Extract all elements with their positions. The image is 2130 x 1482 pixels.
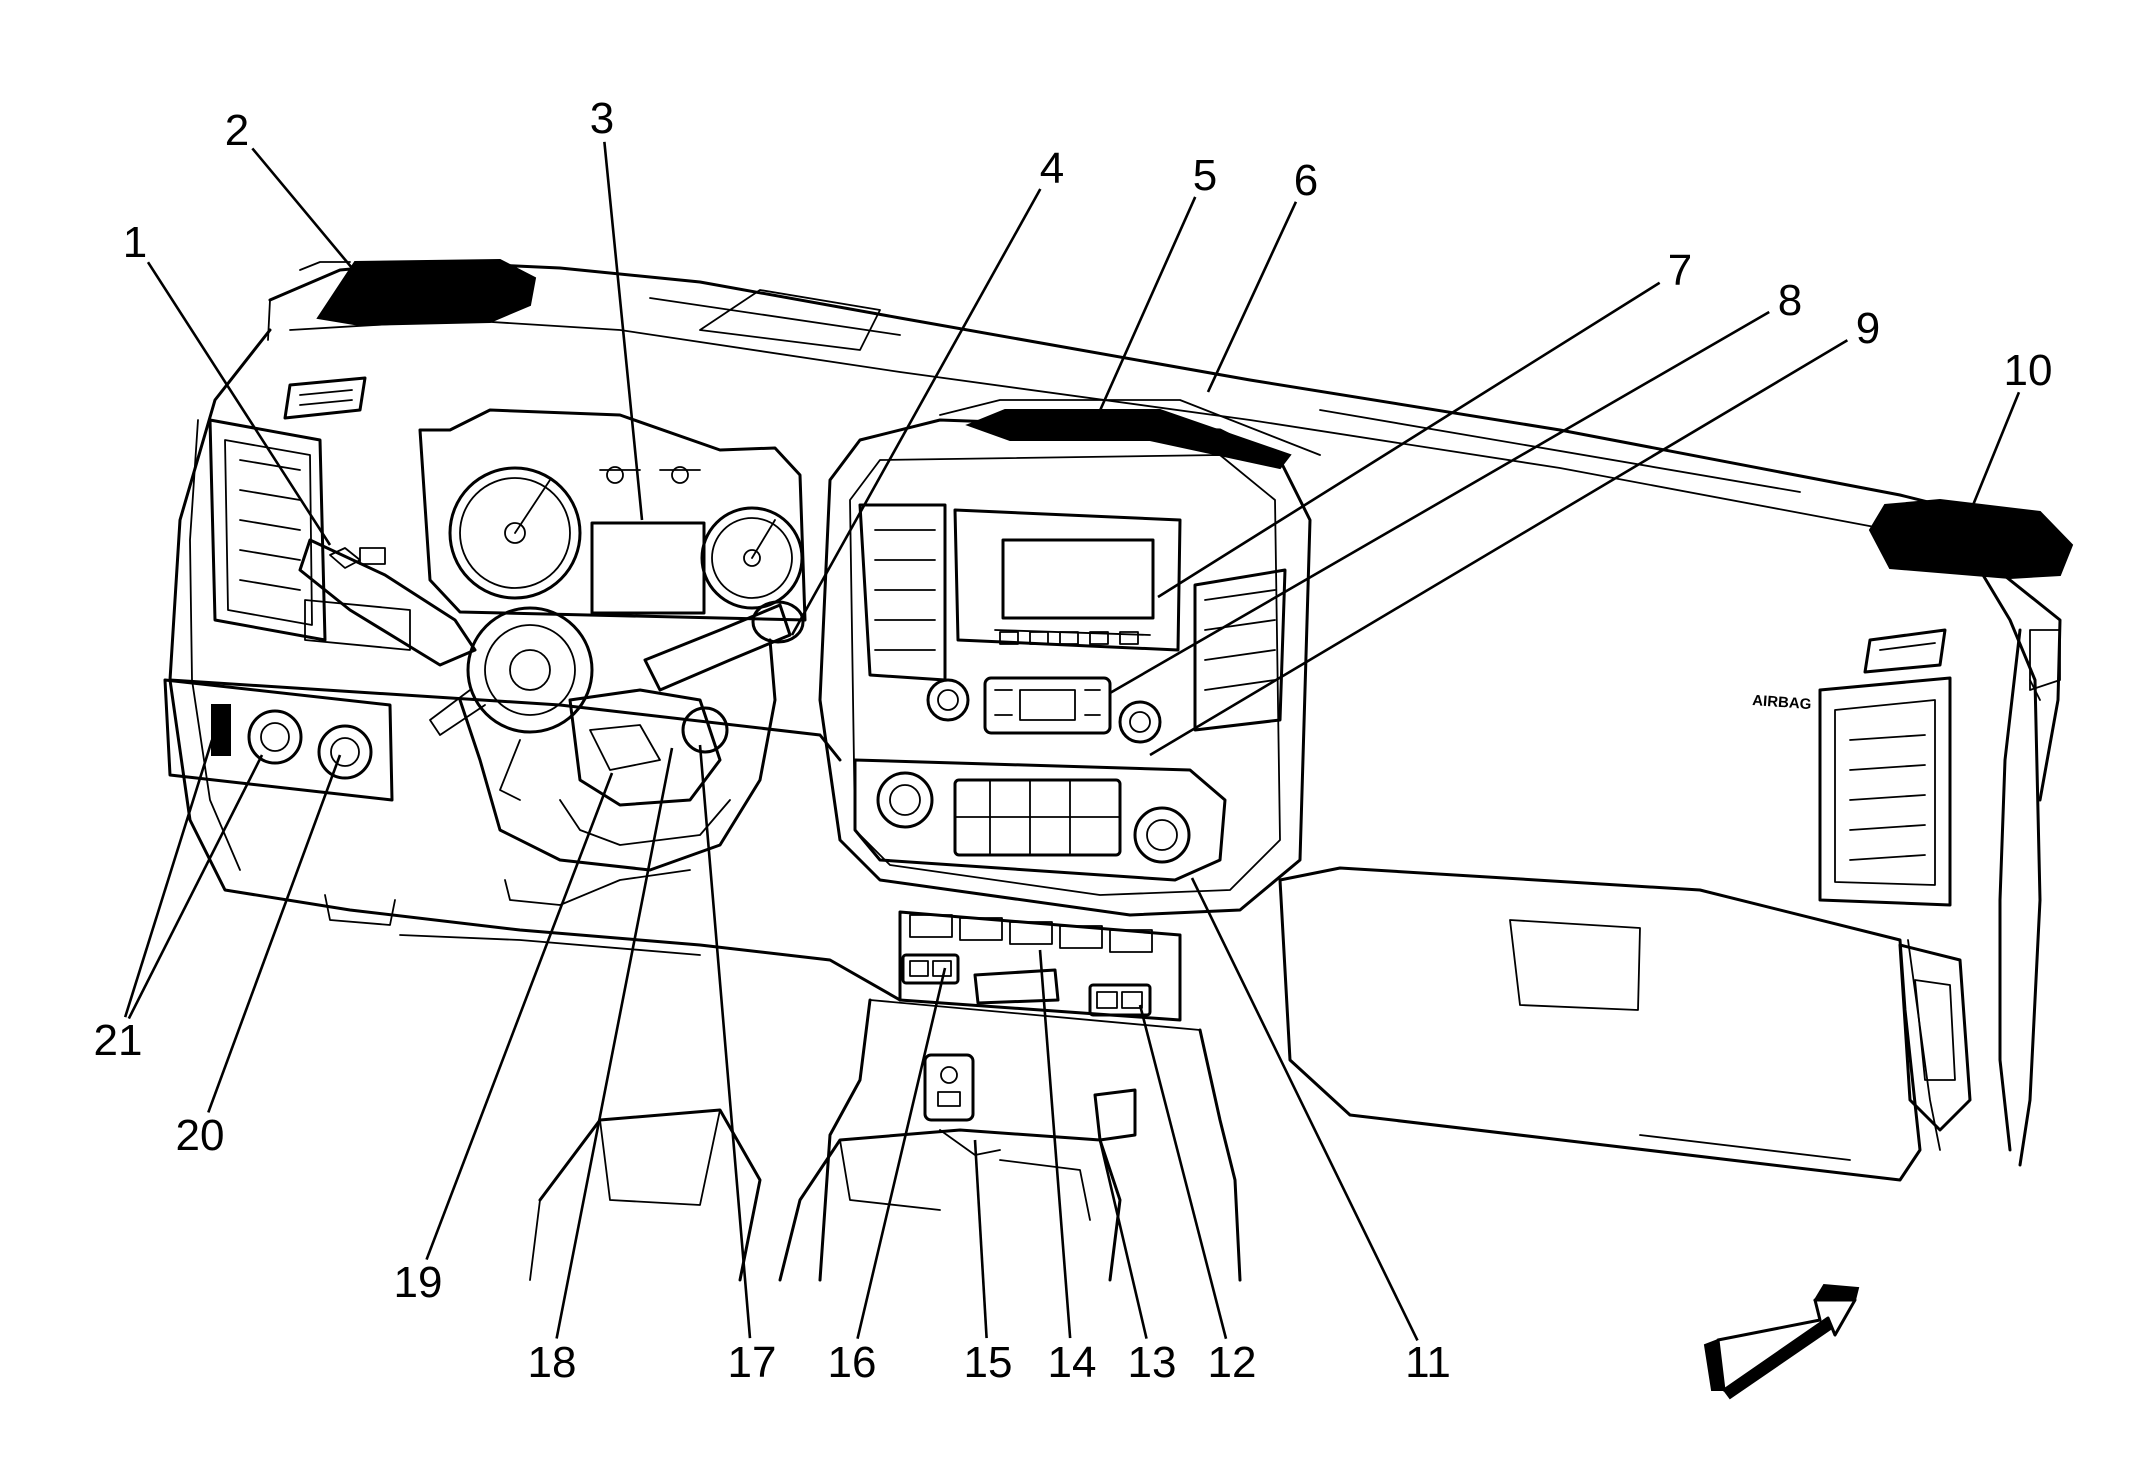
callout-6: 6 bbox=[1206, 156, 1318, 393]
callout-12-number: 12 bbox=[1208, 1338, 1257, 1387]
callout-12-leader bbox=[1138, 1004, 1228, 1340]
front-arrow bbox=[1703, 1283, 1860, 1400]
callout-4-number: 4 bbox=[1040, 144, 1064, 193]
callout-19: 19 bbox=[394, 772, 614, 1307]
right-speaker bbox=[1868, 498, 2074, 580]
steering-column bbox=[298, 538, 805, 906]
callout-3-number: 3 bbox=[590, 94, 614, 143]
callout-20-number: 20 bbox=[176, 1111, 225, 1160]
callout-9: 9 bbox=[1149, 304, 1880, 757]
callout-8: 8 bbox=[1109, 276, 1802, 695]
callout-1-number: 1 bbox=[123, 218, 147, 267]
left-switch-bank bbox=[163, 599, 411, 802]
callout-15-number: 15 bbox=[964, 1338, 1013, 1387]
airbag-label: AIRBAG bbox=[1752, 692, 1812, 713]
callout-15-leader bbox=[973, 1139, 988, 1339]
callout-14-leader bbox=[1038, 949, 1072, 1339]
callout-21: 21 bbox=[94, 739, 264, 1065]
callout-14: 14 bbox=[1038, 949, 1097, 1387]
callout-3: 3 bbox=[590, 94, 644, 521]
callout-1-leader bbox=[146, 261, 332, 546]
callout-8-number: 8 bbox=[1778, 276, 1802, 325]
callout-13-number: 13 bbox=[1128, 1338, 1177, 1387]
left-speaker bbox=[316, 258, 537, 327]
callout-18-leader bbox=[555, 747, 674, 1339]
callout-14-number: 14 bbox=[1048, 1338, 1097, 1387]
callout-11-leader bbox=[1190, 877, 1419, 1341]
callout-2-number: 2 bbox=[225, 106, 249, 155]
right-kick-panel bbox=[1898, 629, 2061, 1132]
callout-18: 18 bbox=[528, 747, 674, 1387]
callout-7-number: 7 bbox=[1668, 246, 1692, 295]
callout-8-leader bbox=[1109, 310, 1770, 695]
callout-5-number: 5 bbox=[1193, 151, 1217, 200]
callout-9-number: 9 bbox=[1856, 304, 1880, 353]
callout-21-leader-1 bbox=[123, 739, 214, 1018]
callout-5: 5 bbox=[1096, 151, 1217, 416]
callout-6-number: 6 bbox=[1294, 156, 1318, 205]
callout-15: 15 bbox=[964, 1139, 1013, 1387]
callout-16: 16 bbox=[828, 967, 947, 1387]
callout-1: 1 bbox=[123, 218, 332, 546]
callout-17: 17 bbox=[698, 744, 777, 1387]
left-outer-air-vent bbox=[208, 376, 367, 642]
callout-2-leader bbox=[251, 147, 353, 269]
callout-12: 12 bbox=[1138, 1004, 1257, 1387]
callout-17-leader bbox=[698, 744, 752, 1339]
callout-16-leader bbox=[856, 967, 947, 1339]
callout-10-leader bbox=[1956, 391, 2021, 543]
callout-16-number: 16 bbox=[828, 1338, 877, 1387]
callout-3-leader bbox=[603, 141, 644, 521]
callout-4: 4 bbox=[790, 144, 1064, 636]
callout-4-leader bbox=[790, 188, 1042, 636]
callout-10: 10 bbox=[1956, 346, 2053, 543]
callout-9-leader bbox=[1149, 339, 1849, 757]
callout-11-number: 11 bbox=[1405, 1338, 1451, 1387]
callout-17-number: 17 bbox=[728, 1338, 777, 1387]
callout-21-number: 21 bbox=[94, 1016, 143, 1065]
callout-10-number: 10 bbox=[2004, 346, 2053, 395]
callout-20: 20 bbox=[176, 754, 342, 1160]
callout-5-leader bbox=[1096, 196, 1197, 416]
callout-6-leader bbox=[1206, 201, 1298, 393]
callout-13: 13 bbox=[1098, 1139, 1177, 1387]
callout-11: 11 bbox=[1190, 877, 1451, 1387]
callout-19-leader bbox=[425, 772, 614, 1261]
center-console bbox=[529, 998, 1242, 1282]
callout-13-leader bbox=[1098, 1139, 1148, 1339]
right-outer-air-vent bbox=[1818, 628, 1952, 907]
callout-18-number: 18 bbox=[528, 1338, 577, 1387]
callout-2: 2 bbox=[225, 106, 353, 269]
callout-20-leader bbox=[207, 754, 342, 1113]
callout-7: 7 bbox=[1157, 246, 1692, 599]
center-stack bbox=[818, 399, 1321, 1022]
instrument-cluster bbox=[418, 408, 807, 622]
callout-7-leader bbox=[1157, 281, 1661, 599]
callout-21-leader-2 bbox=[127, 754, 264, 1020]
callout-19-number: 19 bbox=[394, 1258, 443, 1307]
